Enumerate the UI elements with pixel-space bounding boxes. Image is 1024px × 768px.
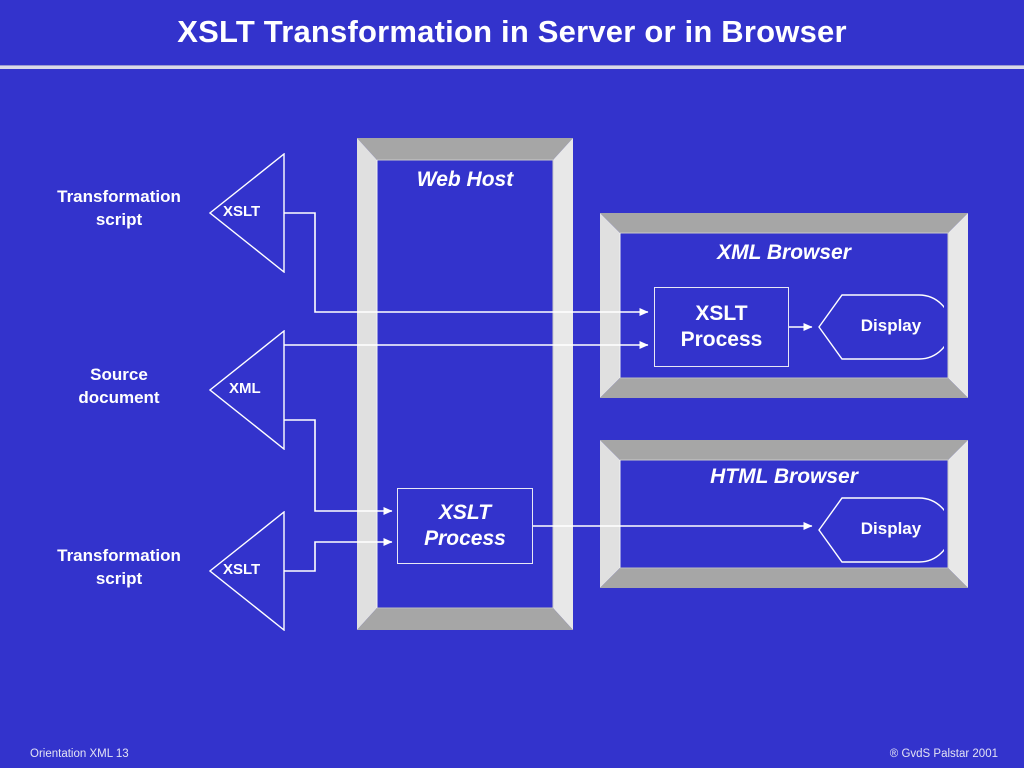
xml-browser-xslt-process-box[interactable]: XSLT Process [654, 287, 789, 367]
xml-browser-title: XML Browser [717, 241, 851, 264]
label-transformation-script-top: Transformation script [14, 186, 224, 232]
triangle-xml[interactable]: XML [209, 330, 285, 450]
label-transformation-script-bottom: Transformation script [14, 545, 224, 591]
web-host-title: Web Host [416, 168, 514, 191]
label-line-2: document [78, 387, 160, 407]
page-title: XSLT Transformation in Server or in Brow… [177, 14, 847, 49]
triangle-xslt-bottom-label: XSLT [223, 561, 261, 578]
title-bar: XSLT Transformation in Server or in Brow… [0, 0, 1024, 64]
label-line-1: Transformation [57, 187, 181, 206]
display-shape-icon [818, 497, 944, 563]
label-line-1: Transformation [57, 546, 181, 565]
triangle-xslt-top[interactable]: XSLT [209, 153, 285, 273]
label-line-2: script [95, 568, 143, 588]
triangle-xml-label: XML [229, 380, 261, 397]
footer-left-text: Orientation XML 13 [30, 748, 129, 760]
label-source-document: Source document [14, 364, 224, 410]
xml-browser-process-line-1: XSLT [695, 302, 748, 326]
xml-browser-display-label: Display [860, 316, 922, 335]
label-line-1: Source [90, 365, 148, 384]
web-host-xslt-process-box[interactable]: XSLT Process [397, 488, 533, 564]
triangle-xslt-top-label: XSLT [223, 203, 261, 220]
footer-right-text: ® GvdS Palstar 2001 [889, 748, 998, 760]
html-browser-title: HTML Browser [710, 465, 858, 488]
xml-browser-process-line-2: Process [680, 328, 763, 351]
triangle-xslt-bottom[interactable]: XSLT [209, 511, 285, 631]
display-shape-icon [818, 294, 944, 360]
html-browser-display-shape[interactable]: Display [818, 497, 944, 563]
html-browser-display-label: Display [860, 519, 922, 538]
web-host-process-line-1: XSLT [438, 501, 492, 525]
xml-browser-display-shape[interactable]: Display [818, 294, 944, 360]
web-host-process-line-2: Process [424, 527, 506, 550]
triangle-xml-icon [209, 330, 285, 450]
title-divider [0, 65, 1024, 69]
label-line-2: script [95, 209, 143, 229]
